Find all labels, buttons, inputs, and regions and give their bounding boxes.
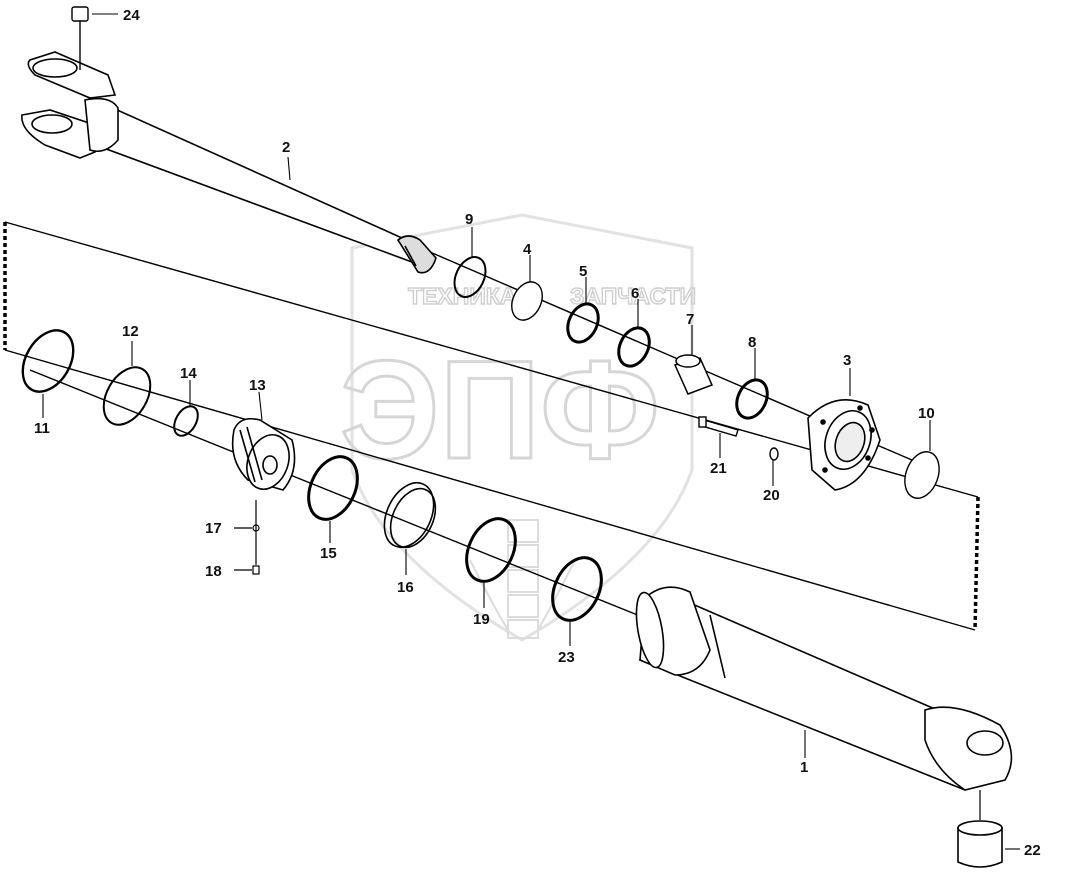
piston-rod-part-2 bbox=[21, 51, 437, 274]
seal-part-23 bbox=[551, 556, 603, 622]
label-24: 24 bbox=[123, 7, 140, 24]
ring-part-12 bbox=[102, 366, 152, 426]
grease-nipple-part-24 bbox=[71, 6, 89, 70]
label-5: 5 bbox=[579, 263, 587, 280]
seal-part-6 bbox=[617, 326, 651, 368]
label-13: 13 bbox=[249, 377, 266, 394]
plug-part-18 bbox=[234, 565, 260, 575]
label-21: 21 bbox=[710, 460, 727, 477]
label-1: 1 bbox=[800, 759, 808, 776]
cylinder-head-part-3 bbox=[807, 398, 881, 491]
label-10: 10 bbox=[918, 405, 935, 422]
label-2: 2 bbox=[282, 139, 290, 156]
seal-part-8 bbox=[735, 378, 769, 420]
label-22: 22 bbox=[1024, 842, 1041, 859]
leader-lines bbox=[42, 13, 1020, 850]
watermark: ТЕХНИКА ЗАПЧАСТИ ЭПФ bbox=[339, 213, 697, 642]
cover-disc-part-10 bbox=[904, 451, 940, 499]
bolt-part-21 bbox=[698, 416, 739, 437]
label-11: 11 bbox=[34, 420, 50, 437]
ball-part-17 bbox=[234, 500, 260, 565]
label-12: 12 bbox=[122, 323, 139, 340]
label-17: 17 bbox=[205, 520, 222, 537]
seal-part-15 bbox=[307, 455, 359, 521]
label-3: 3 bbox=[843, 352, 851, 369]
piston-part-13 bbox=[231, 417, 296, 491]
label-6: 6 bbox=[631, 285, 639, 302]
label-7: 7 bbox=[686, 311, 694, 328]
label-9: 9 bbox=[465, 211, 473, 228]
label-18: 18 bbox=[205, 563, 222, 580]
label-14: 14 bbox=[180, 365, 197, 382]
seal-part-19 bbox=[465, 517, 517, 583]
label-8: 8 bbox=[748, 334, 756, 351]
watermark-wheat-icon bbox=[469, 519, 576, 639]
part-labels: 24 2 9 4 5 6 7 8 3 10 12 14 13 11 17 18 … bbox=[34, 7, 1041, 859]
ring-part-9 bbox=[453, 256, 487, 298]
cylinder-tube-part-1 bbox=[635, 586, 1013, 792]
seal-part-11 bbox=[21, 329, 75, 393]
washer-part-20 bbox=[769, 447, 779, 461]
disc-part-4 bbox=[511, 281, 543, 321]
label-4: 4 bbox=[523, 241, 532, 258]
bushing-part-7 bbox=[673, 354, 714, 395]
bushing-part-22 bbox=[957, 790, 1003, 868]
ring-part-16 bbox=[383, 482, 437, 549]
label-20: 20 bbox=[763, 487, 780, 504]
seal-part-5 bbox=[566, 302, 600, 344]
label-16: 16 bbox=[397, 579, 414, 596]
watermark-logo-letters: ЭПФ bbox=[340, 331, 660, 488]
label-15: 15 bbox=[320, 545, 337, 562]
label-23: 23 bbox=[558, 649, 575, 666]
ring-part-14 bbox=[173, 405, 199, 437]
label-19: 19 bbox=[473, 611, 490, 628]
